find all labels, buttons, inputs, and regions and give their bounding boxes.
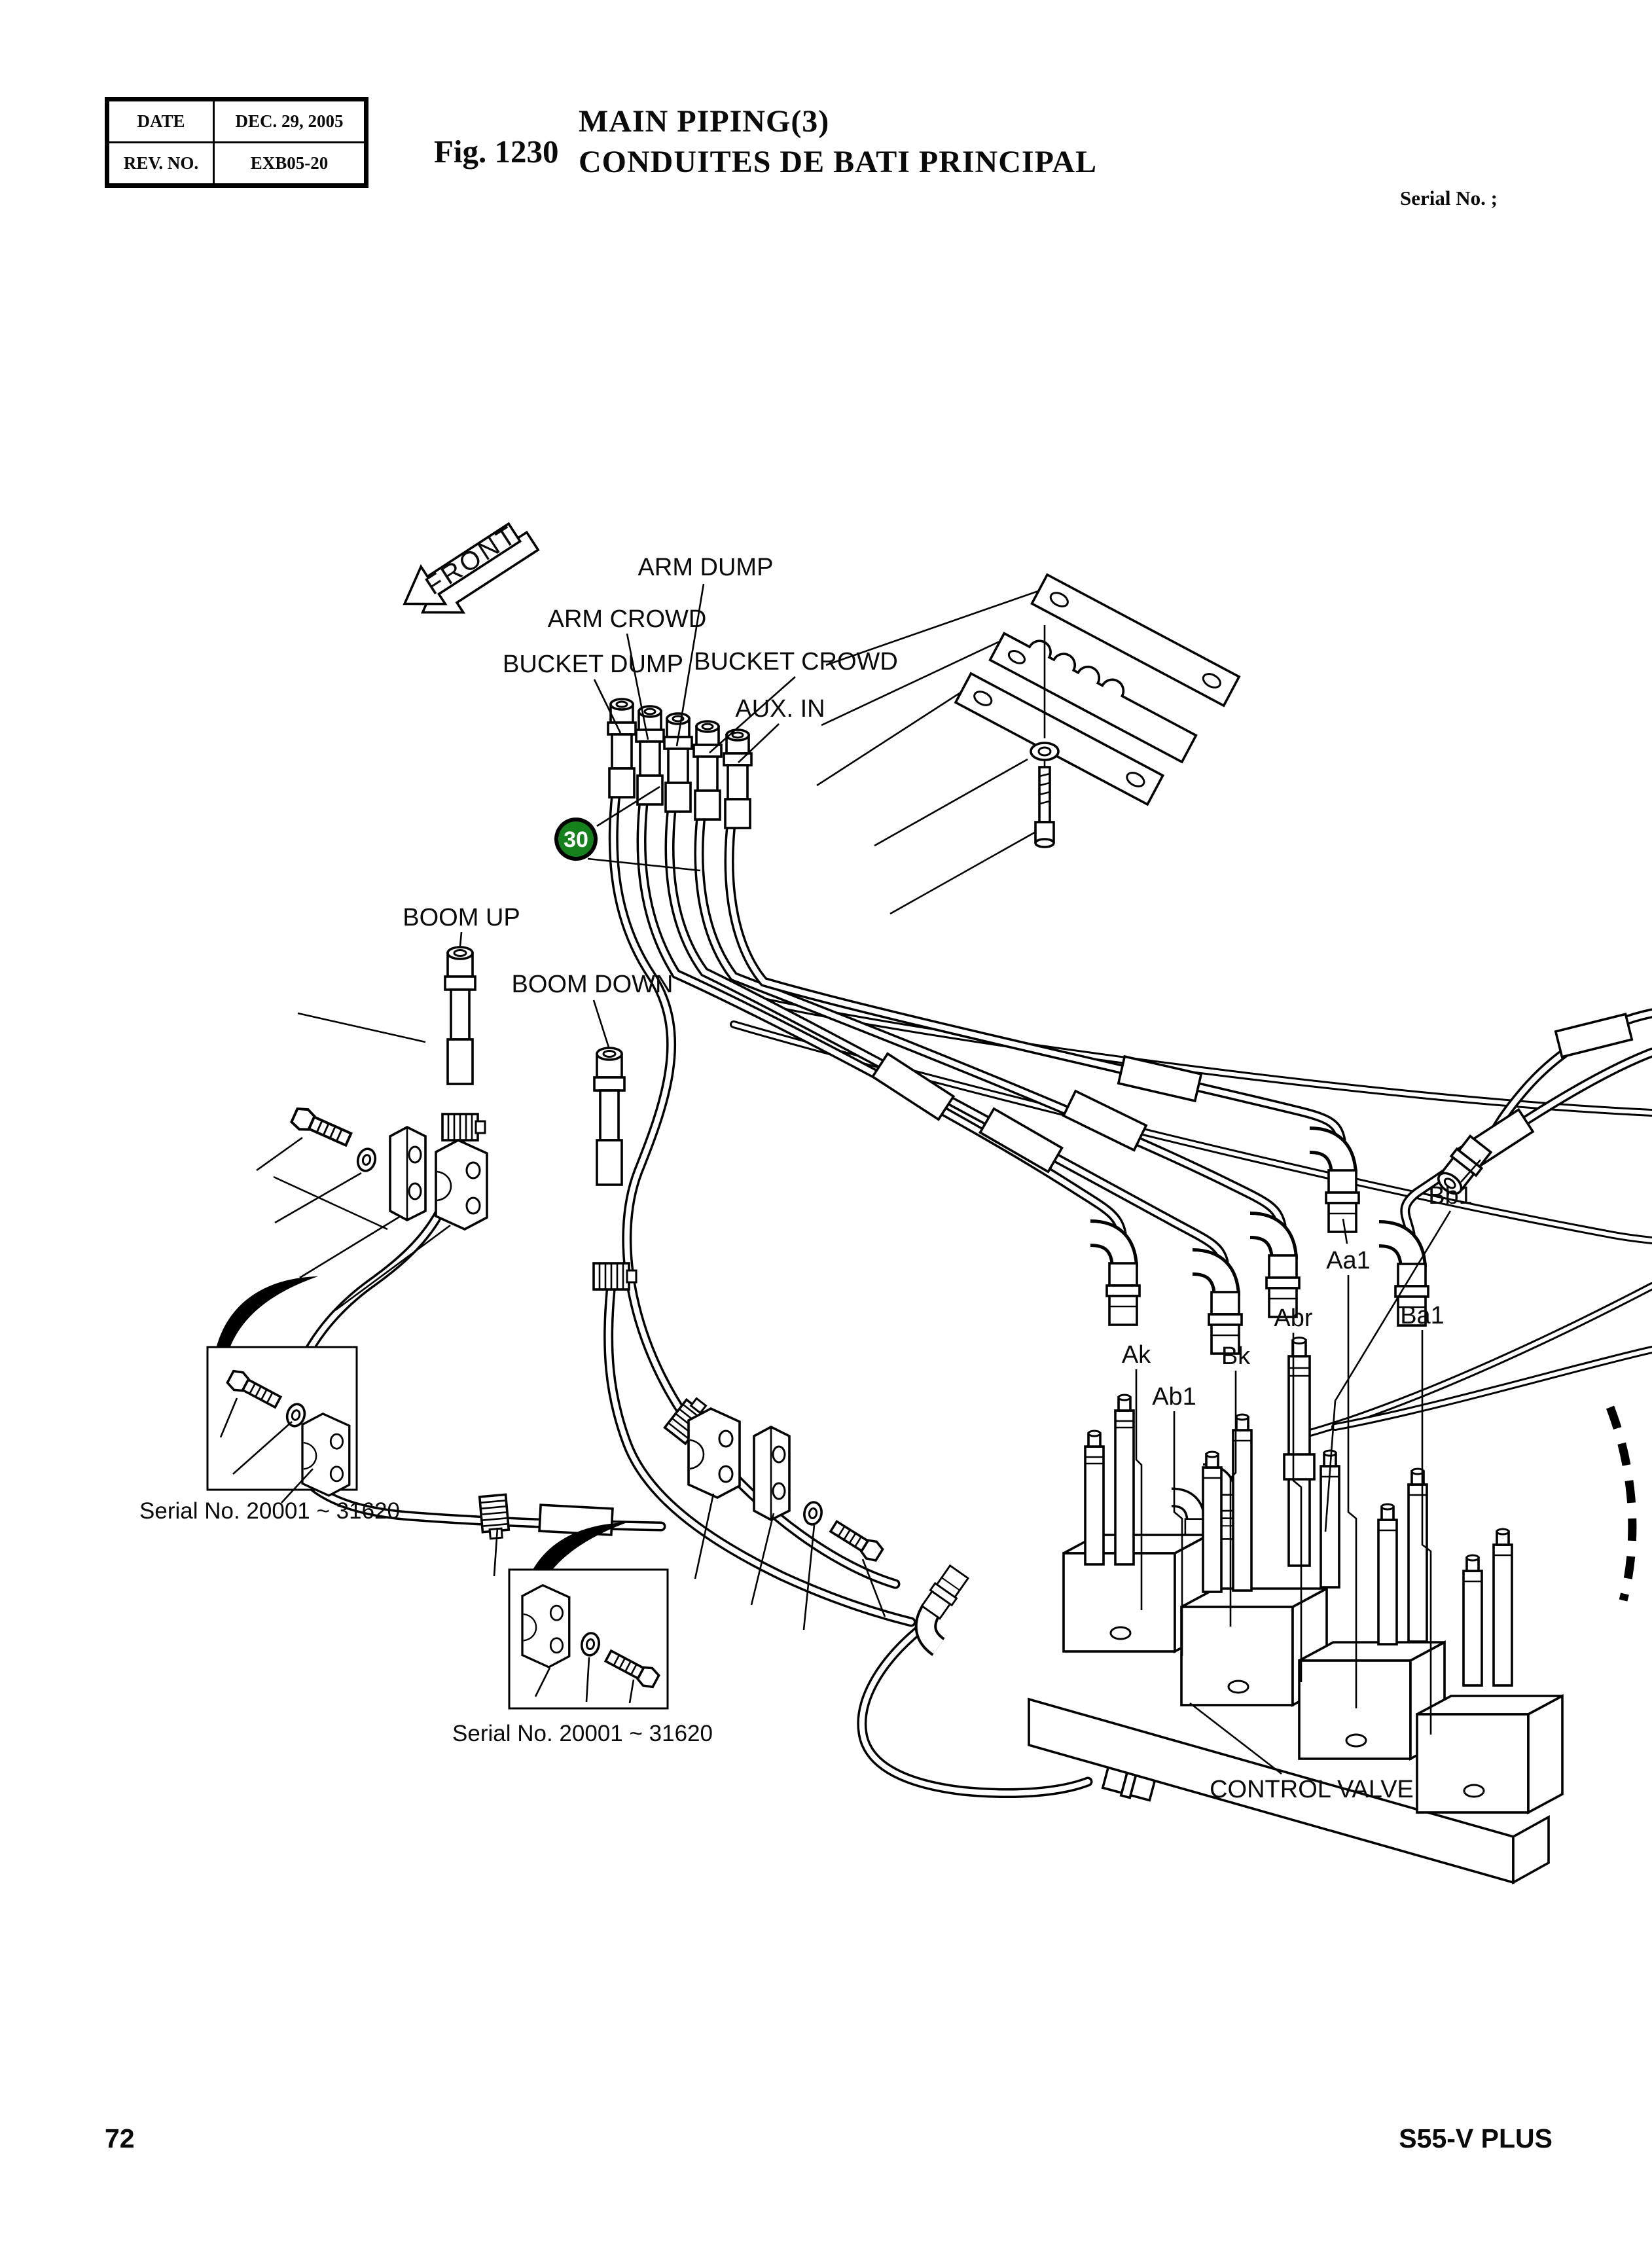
clamp-washer [801, 1500, 825, 1527]
callout-30-circle [558, 821, 594, 857]
page-title-en: MAIN PIPING(3) [579, 104, 830, 139]
boom-down-clamp-band [592, 1262, 637, 1291]
clamp-plate-bottom [954, 672, 1165, 806]
label-control-valve: CONTROL VALVE [1210, 1776, 1414, 1803]
label-arm-crowd: ARM CROWD [548, 605, 707, 633]
port-label-ak: Ak [1122, 1341, 1151, 1369]
label-aux-in: AUX. IN [735, 695, 825, 723]
hose-clamp-band [478, 1493, 511, 1541]
aa1-elbow-fitting [1310, 1140, 1359, 1232]
port-label-bk: Bk [1221, 1342, 1251, 1370]
swoosh-arrow [216, 1276, 318, 1350]
detail-clamp-block [521, 1584, 571, 1668]
label-bucket-crowd: BUCKET CROWD [694, 648, 898, 675]
aux-in-fitting [723, 729, 753, 829]
arm-crowd-fitting [635, 705, 665, 806]
detail-box-left [206, 1346, 358, 1504]
revno-value: EXB05-20 [213, 141, 367, 187]
bucket-crowd-fitting [692, 720, 723, 821]
line-end-fittings [607, 698, 753, 829]
valve-section [1416, 1693, 1564, 1815]
clamp-bolt [289, 1104, 355, 1151]
middle-clamp-exploded [687, 1407, 886, 1630]
clamp-bracket [389, 1126, 427, 1221]
leader-lines [273, 583, 1481, 1775]
date-value: DEC. 29, 2005 [213, 98, 367, 143]
valve-spools [1084, 1337, 1513, 1687]
clamp-block [435, 1139, 488, 1231]
ak-elbow-fitting [1090, 1233, 1140, 1325]
label-bucket-dump: BUCKET DUMP [503, 651, 683, 678]
bucket-dump-fitting [607, 698, 637, 799]
figure-number: Fig. 1230 [434, 134, 559, 170]
clamp-plate-wavy [988, 632, 1198, 764]
label-boom-up: BOOM UP [403, 904, 520, 931]
clamp-plate-assembly [816, 573, 1241, 915]
table-row: REV. NO. EXB05-20 [106, 141, 367, 187]
arm-dump-fitting [663, 712, 693, 813]
page-title-fr: CONDUITES DE BATI PRINCIPAL [579, 145, 1097, 179]
front-arrow: FRONT [403, 520, 540, 614]
revision-table: DATE DEC. 29, 2005 REV. NO. EXB05-20 [105, 97, 368, 188]
callout-30-number: 30 [564, 827, 588, 852]
port-label-aa1: Aa1 [1326, 1247, 1371, 1274]
clamp-block [687, 1407, 741, 1499]
loop-hose-elbow [907, 1564, 980, 1647]
abr-elbow-fitting [1250, 1225, 1299, 1317]
hose-sleeves [538, 1013, 1634, 1536]
boom-up-fitting [444, 946, 476, 1085]
page-number: 72 [105, 2123, 135, 2153]
bk-elbow-fitting [1193, 1262, 1242, 1354]
boom-down-fitting [593, 1047, 626, 1186]
boom-up-clamp-band [441, 1113, 486, 1142]
port-label-abr: Abr [1274, 1305, 1312, 1332]
hidden-hose-dashed [1606, 1405, 1637, 1602]
revno-label: REV. NO. [106, 141, 215, 187]
detail-clamp-block [301, 1413, 351, 1497]
clamp-bolt [1034, 761, 1055, 848]
port-label-bb1: Bb1 [1428, 1182, 1473, 1210]
model-code: S55-V PLUS [1399, 2123, 1553, 2153]
clamp-washer [354, 1145, 379, 1174]
label-arm-dump: ARM DUMP [638, 554, 774, 581]
port-label-ab1: Ab1 [1152, 1383, 1196, 1411]
date-label: DATE [106, 98, 215, 143]
clamp-plate-top [1030, 573, 1241, 708]
serial-range-note-bottom: Serial No. 20001 ~ 31620 [452, 1721, 713, 1746]
serial-range-note-left: Serial No. 20001 ~ 31620 [139, 1498, 400, 1524]
label-boom-down: BOOM DOWN [512, 971, 673, 998]
detail-box-bottom [508, 1568, 669, 1710]
bb1-angled-fitting [1437, 1134, 1493, 1195]
clamp-washer [1030, 742, 1060, 761]
callout-30: 30 [554, 785, 701, 872]
port-label-ba1: Ba1 [1400, 1302, 1445, 1329]
table-row: DATE DEC. 29, 2005 [106, 98, 367, 143]
serial-note: Serial No. ; [1400, 187, 1498, 209]
control-valve [1028, 1337, 1564, 1885]
clamp-bracket [753, 1426, 791, 1521]
